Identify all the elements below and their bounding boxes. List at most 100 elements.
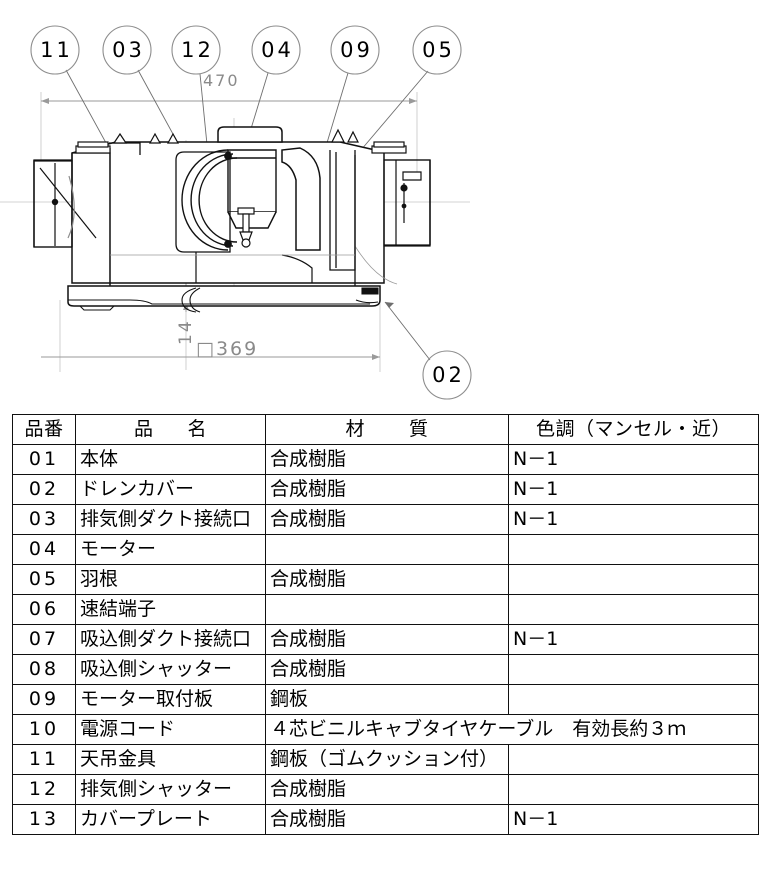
header-color-tone: 色調（マンセル・近）	[508, 414, 759, 445]
cell-color-tone	[508, 534, 759, 565]
callout-03-label: 03	[112, 38, 145, 62]
cell-part-number: 09	[12, 684, 76, 715]
dimension-label-470: 470	[203, 71, 240, 90]
callout-04-label: 04	[261, 38, 294, 62]
cell-part-number: 01	[12, 444, 76, 475]
cell-color-tone	[508, 594, 759, 625]
dimension-label-369: □369	[196, 338, 259, 360]
technical-drawing: 11 03 12 04 09 05 02 470 □369 14	[0, 0, 776, 405]
cell-part-name: モーター	[75, 534, 266, 565]
motor-housing	[227, 149, 277, 229]
cell-part-name: 羽根	[75, 564, 266, 595]
cell-material: 合成樹脂	[265, 444, 509, 475]
cell-part-number: 06	[12, 594, 76, 625]
cell-material: 鋼板	[265, 684, 509, 715]
cell-part-number: 11	[12, 744, 76, 775]
cell-color-tone: N－1	[508, 444, 759, 475]
cell-color-tone	[508, 684, 759, 715]
suction-duct-shutter	[33, 160, 97, 248]
header-material-left: 材	[345, 418, 365, 440]
drain-cover-detail	[68, 287, 379, 313]
cell-part-number: 04	[12, 534, 76, 565]
cell-material: 合成樹脂	[265, 654, 509, 685]
cell-part-name: 電源コード	[75, 714, 266, 745]
cell-part-name: モーター取付板	[75, 684, 266, 715]
callout-05-label: 05	[422, 38, 455, 62]
cell-material	[265, 594, 509, 625]
motor-shaft	[237, 207, 255, 248]
cell-part-name: ドレンカバー	[75, 474, 266, 505]
motor-mounting-plate	[281, 147, 321, 251]
cell-material: ４芯ビニルキャブタイヤケーブル 有効長約３ｍ	[265, 714, 759, 745]
cell-color-tone: N－1	[508, 504, 759, 535]
cell-part-number: 05	[12, 564, 76, 595]
cell-material: 合成樹脂	[265, 504, 509, 535]
cell-color-tone	[508, 564, 759, 595]
header-part-name-right: 名	[187, 418, 208, 440]
cell-part-name: カバープレート	[75, 804, 266, 835]
cell-color-tone	[508, 654, 759, 685]
header-part-number: 品番	[12, 414, 76, 445]
cell-part-number: 13	[12, 804, 76, 835]
cell-part-name: 本体	[75, 444, 266, 475]
cell-part-name: 速結端子	[75, 594, 266, 625]
drain-cover	[67, 285, 381, 307]
cell-part-number: 03	[12, 504, 76, 535]
cell-material: 合成樹脂	[265, 564, 509, 595]
cell-part-name: 天吊金具	[75, 744, 266, 775]
cell-part-name: 排気側シャッター	[75, 774, 266, 805]
cell-color-tone	[508, 774, 759, 805]
cell-material	[265, 534, 509, 565]
dimension-label-14: 14	[176, 319, 196, 345]
cell-color-tone	[508, 744, 759, 775]
scroll-housing	[175, 151, 231, 253]
header-material-right: 質	[409, 418, 429, 440]
cell-material: 合成樹脂	[265, 474, 509, 505]
exhaust-duct	[354, 159, 431, 285]
callout-02-label: 02	[432, 363, 465, 387]
cell-color-tone: N－1	[508, 474, 759, 505]
cell-material: 合成樹脂	[265, 774, 509, 805]
top-tabs	[112, 128, 359, 144]
cell-part-number: 08	[12, 654, 76, 685]
cell-part-number: 10	[12, 714, 76, 745]
callout-12-label: 12	[181, 38, 214, 62]
exhaust-shutter	[329, 150, 356, 271]
cell-material: 鋼板（ゴムクッション付）	[265, 744, 509, 775]
callout-09-label: 09	[340, 38, 373, 62]
table-header-row: 品番 品名 材質 色調（マンセル・近）	[12, 414, 759, 445]
cell-part-number: 07	[12, 624, 76, 655]
cell-material: 合成樹脂	[265, 804, 509, 835]
cell-color-tone: N－1	[508, 624, 759, 655]
cell-part-name: 排気側ダクト接続口	[75, 504, 266, 535]
ceiling-hanger-bracket	[75, 141, 407, 154]
header-part-name: 品名	[75, 414, 266, 445]
header-material: 材質	[265, 414, 509, 445]
cell-part-number: 12	[12, 774, 76, 805]
cell-part-number: 02	[12, 474, 76, 505]
callout-11-label: 11	[40, 38, 73, 62]
drawing-canvas	[0, 69, 470, 372]
cell-material: 合成樹脂	[265, 624, 509, 655]
internal-airway	[110, 252, 355, 283]
cell-color-tone: N－1	[508, 804, 759, 835]
header-part-name-left: 品	[133, 418, 154, 440]
cell-part-name: 吸込側ダクト接続口	[75, 624, 266, 655]
cell-part-name: 吸込側シャッター	[75, 654, 266, 685]
motor-cover-box	[217, 126, 283, 143]
